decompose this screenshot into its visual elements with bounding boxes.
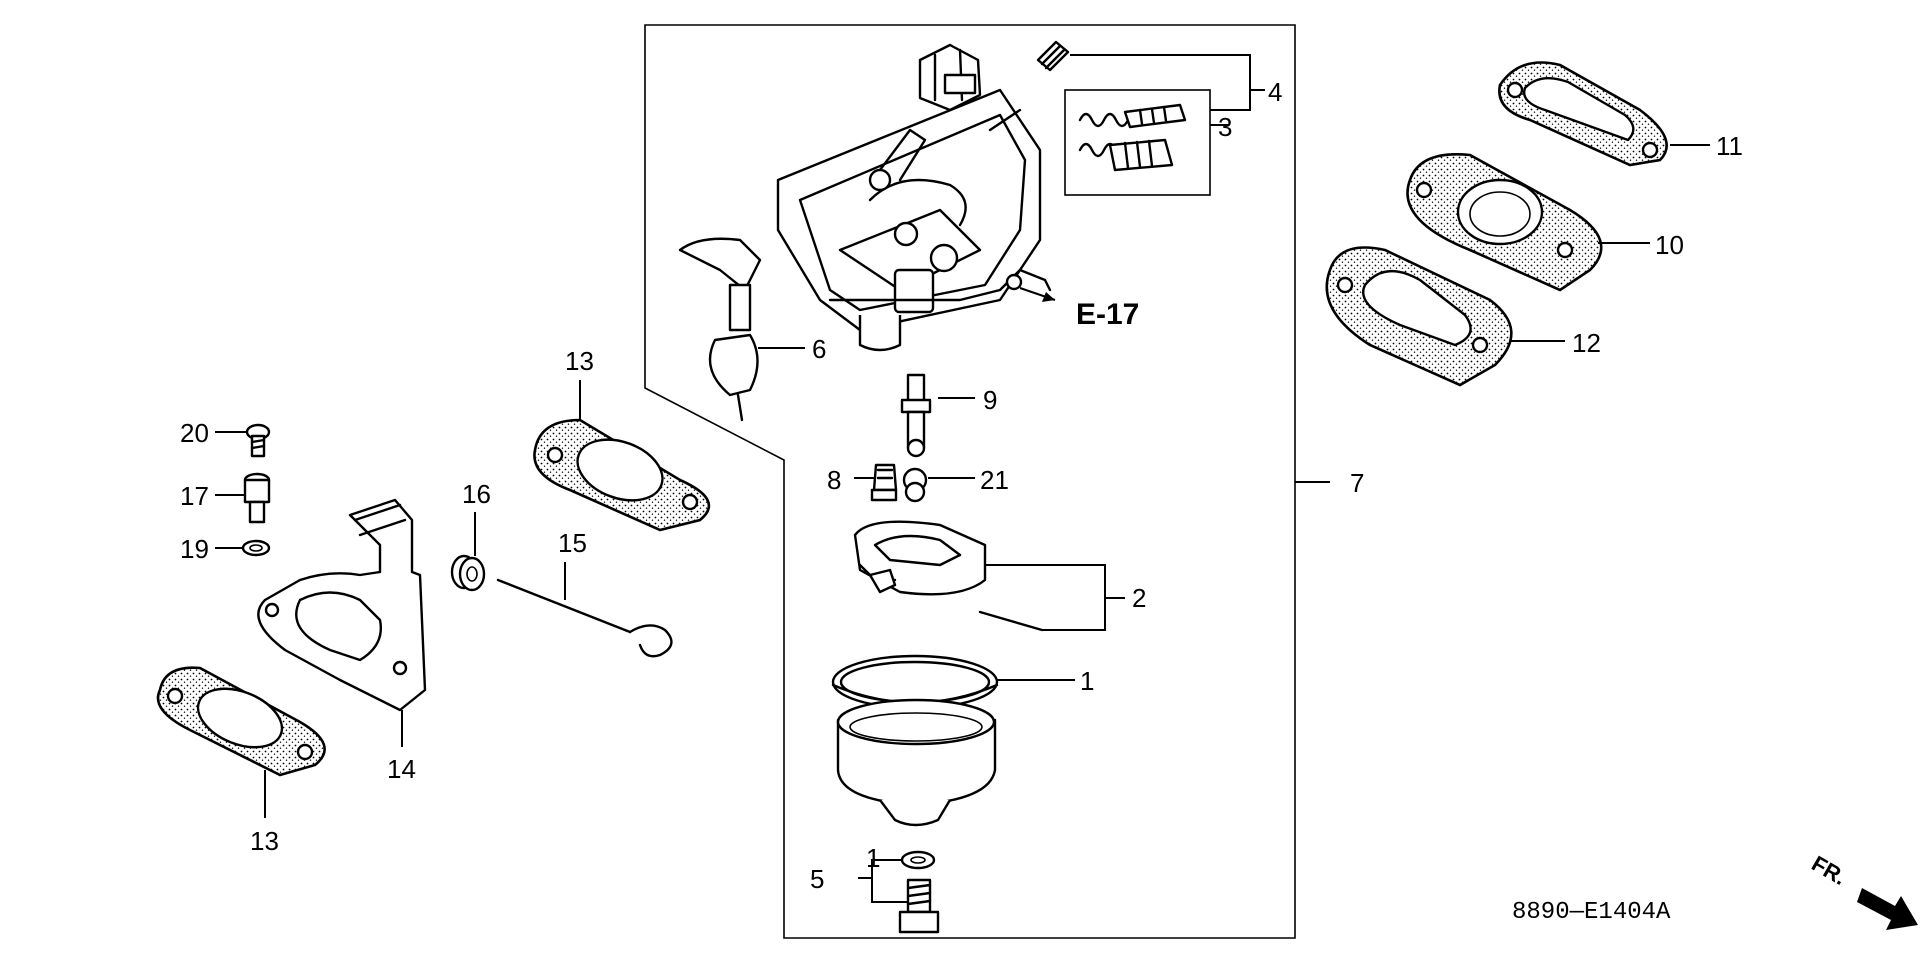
float-chamber xyxy=(836,698,997,827)
main-nozzle xyxy=(900,373,932,458)
label-part-15: 15 xyxy=(558,528,587,558)
label-part-5: 5 xyxy=(810,864,824,894)
gasket-11 xyxy=(1498,61,1668,167)
float-pin xyxy=(978,610,1044,632)
choke-rod xyxy=(496,578,673,658)
insulator-10 xyxy=(1406,153,1603,292)
label-part-16: 16 xyxy=(462,479,491,509)
label-part-20: 20 xyxy=(180,418,209,448)
label-part-7: 7 xyxy=(1350,468,1364,498)
pilot-screw xyxy=(1036,40,1070,72)
label-part-13-lower: 13 xyxy=(250,826,279,856)
label-part-4: 4 xyxy=(1268,77,1282,107)
spring-upper xyxy=(1078,112,1130,128)
label-part-19: 19 xyxy=(180,534,209,564)
carburetor-body xyxy=(776,43,1052,352)
washer-19 xyxy=(241,539,271,557)
label-part-17: 17 xyxy=(180,481,209,511)
label-part-6: 6 xyxy=(812,334,826,364)
label-part-11: 11 xyxy=(1716,131,1743,161)
choke-bracket xyxy=(257,498,427,712)
reference-arrow xyxy=(1019,287,1056,302)
gasket-13-upper xyxy=(533,418,711,532)
label-part-2: 2 xyxy=(1132,583,1146,613)
label-part-14: 14 xyxy=(387,754,416,784)
label-part-3: 3 xyxy=(1218,112,1232,142)
jet-nut xyxy=(902,467,928,503)
leader-lines xyxy=(215,144,1710,903)
front-label: FR. xyxy=(1808,851,1851,890)
gasket-12 xyxy=(1325,246,1513,387)
fitting-17 xyxy=(243,472,271,524)
label-part-1-washer: 1 xyxy=(866,843,880,873)
label-part-1-gasket: 1 xyxy=(1080,666,1094,696)
front-direction-indicator: FR. xyxy=(1808,851,1918,930)
screw-set-box xyxy=(1064,89,1211,196)
main-jet xyxy=(870,463,898,502)
drain-bolt xyxy=(898,878,940,934)
screw-20 xyxy=(245,423,271,458)
front-arrow-icon xyxy=(1857,888,1918,930)
assembly-frame xyxy=(644,24,1296,939)
float xyxy=(853,520,987,596)
diagram-code: 8890—E1404A xyxy=(1512,899,1671,926)
choke-lever xyxy=(678,237,762,422)
label-part-9: 9 xyxy=(983,385,997,415)
gasket-13-lower xyxy=(156,666,326,777)
float-chamber-gasket xyxy=(831,654,999,710)
leader-4 xyxy=(1070,54,1251,90)
label-part-10: 10 xyxy=(1655,230,1684,260)
reference-label-e17: E-17 xyxy=(1076,298,1139,331)
label-part-8: 8 xyxy=(827,465,841,495)
grommet xyxy=(450,554,486,592)
washer xyxy=(900,850,936,870)
label-part-12: 12 xyxy=(1572,328,1601,358)
label-part-21: 21 xyxy=(980,465,1009,495)
label-part-13-upper: 13 xyxy=(565,346,594,376)
